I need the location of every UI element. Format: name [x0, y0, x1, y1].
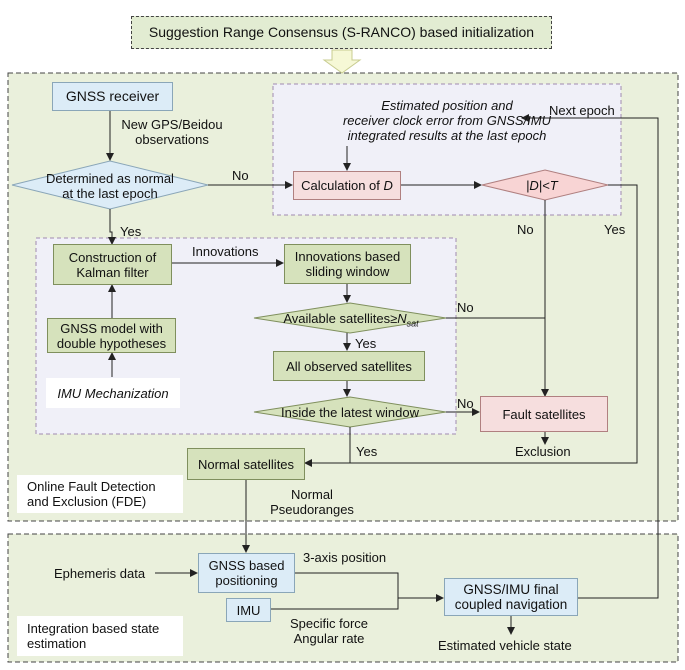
- ephemeris-label: Ephemeris data: [54, 566, 146, 581]
- available-satellites-var: N: [397, 311, 407, 326]
- calculation-d-var: D: [383, 178, 393, 193]
- exclusion-label: Exclusion: [515, 444, 571, 459]
- next-epoch-label: Next epoch: [549, 103, 615, 118]
- gnss-model-label: GNSS model with double hypotheses: [56, 320, 167, 351]
- no-label-determined: No: [232, 168, 249, 183]
- yes-label-determined: Yes: [120, 224, 142, 239]
- innovations-label: Innovations: [192, 244, 259, 259]
- all-observed-label: All observed satellites: [286, 358, 412, 374]
- sranco-init-box: Suggestion Range Consensus (S-RANCO) bas…: [131, 16, 552, 49]
- estimated-position-text: Estimated position and receiver clock er…: [342, 98, 552, 143]
- calculation-d-prefix: Calculation of: [301, 178, 384, 193]
- no-label-d: No: [517, 222, 534, 237]
- normal-satellites-label: Normal satellites: [197, 456, 295, 472]
- edge-diamond-yes-to-kf: [108, 209, 116, 245]
- fde-section-label-box: Online Fault Detection and Exclusion (FD…: [17, 475, 183, 513]
- innovations-window-box: Innovations based sliding window: [284, 244, 411, 284]
- determined-normal-label: Determined as normal at the last epoch: [46, 171, 174, 201]
- fde-section-label: Online Fault Detection and Exclusion (FD…: [27, 479, 156, 509]
- edge-final-to-next-epoch: [521, 114, 659, 599]
- init-down-arrow: [322, 49, 362, 74]
- yes-label-d: Yes: [604, 222, 626, 237]
- fault-satellites-label: Fault satellites: [502, 406, 586, 422]
- fault-satellites-box: Fault satellites: [480, 396, 608, 432]
- gnss-receiver-label: GNSS receiver: [65, 88, 160, 104]
- imu-mechanization-label: IMU Mechanization: [57, 385, 169, 401]
- innovations-window-label: Innovations based sliding window: [294, 249, 401, 279]
- edge-inside-yes-to-normal: [305, 427, 351, 464]
- yes-label-available: Yes: [355, 336, 377, 351]
- vehicle-state-label: Estimated vehicle state: [438, 638, 572, 653]
- calculation-d-box: Calculation of D: [293, 171, 401, 200]
- connectors: [106, 111, 659, 635]
- available-satellites-text: Available satellites≥: [283, 311, 398, 326]
- imu-box: IMU: [226, 598, 271, 622]
- three-axis-label: 3-axis position: [303, 550, 387, 565]
- edge-imu-to-final: [271, 598, 399, 610]
- no-label-available: No: [457, 300, 474, 315]
- imu-label: IMU: [236, 602, 261, 618]
- normal-satellites-box: Normal satellites: [187, 448, 305, 480]
- gnss-positioning-box: GNSS based positioning: [198, 553, 295, 593]
- normal-pseudoranges-label: Normal Pseudoranges: [270, 487, 354, 517]
- specific-force-label: Specific force Angular rate: [289, 616, 369, 646]
- d-threshold-label: |D|<T: [526, 178, 558, 193]
- construction-kf-label: Construction of Kalman filter: [68, 249, 157, 280]
- all-observed-box: All observed satellites: [273, 351, 425, 381]
- inside-window-label: Inside the latest window: [280, 405, 420, 420]
- gnss-receiver-box: GNSS receiver: [52, 82, 173, 111]
- yes-label-inside: Yes: [356, 444, 378, 459]
- imu-mechanization-box: IMU Mechanization: [46, 378, 180, 408]
- edge-positioning-to-final: [295, 572, 444, 602]
- gnss-model-box: GNSS model with double hypotheses: [47, 318, 176, 353]
- new-observations-label: New GPS/Beidou observations: [121, 117, 223, 147]
- available-satellites-diamond: [253, 302, 447, 334]
- construction-kf-box: Construction of Kalman filter: [53, 244, 172, 285]
- gnss-positioning-label: GNSS based positioning: [208, 558, 285, 588]
- integration-section-label: Integration based state estimation: [27, 621, 160, 651]
- integration-section-label-box: Integration based state estimation: [17, 616, 183, 656]
- no-label-inside: No: [457, 396, 474, 411]
- final-navigation-label: GNSS/IMU final coupled navigation: [454, 582, 568, 612]
- available-satellites-label: Available satellites≥Nsat: [269, 311, 433, 332]
- final-navigation-box: GNSS/IMU final coupled navigation: [444, 578, 578, 616]
- edge-d-yes-to-normal: [304, 184, 638, 467]
- sranco-init-label: Suggestion Range Consensus (S-RANCO) bas…: [148, 24, 535, 40]
- available-satellites-sub: sat: [406, 318, 419, 329]
